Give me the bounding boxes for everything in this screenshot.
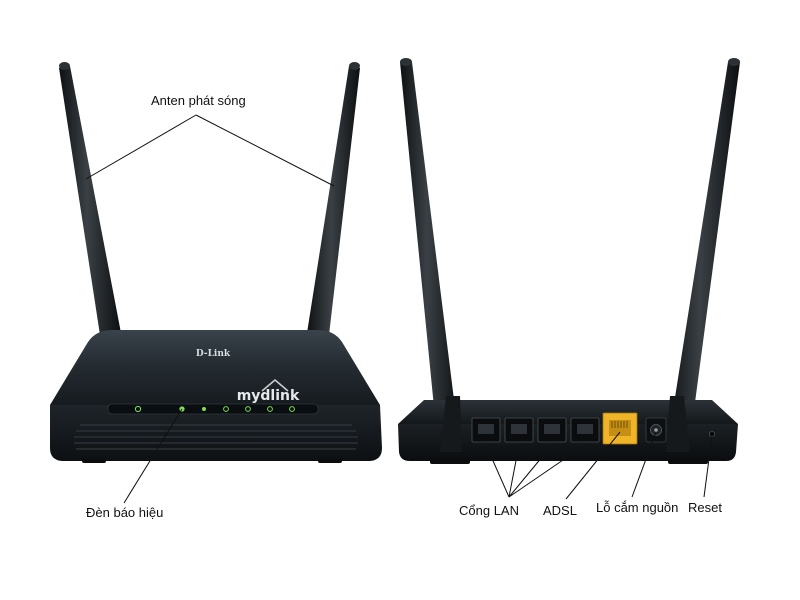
router-front-view: D-Link mydlink: [50, 62, 382, 463]
front-left-antenna: [59, 62, 121, 335]
lan-ports-label: Cổng LAN: [459, 503, 519, 518]
leader-lines: [85, 114, 713, 504]
adsl-port: [602, 412, 638, 445]
front-vent-grille: [74, 424, 358, 450]
router-back-view: [398, 58, 740, 464]
back-right-antenna: [667, 58, 740, 448]
reset-leader: [703, 435, 713, 498]
power-led-icon: [134, 405, 142, 413]
reset-hole: [709, 430, 716, 437]
lan1-led-icon: [245, 406, 251, 412]
lan2-led-icon: [267, 406, 273, 412]
internet-led-icon: [223, 406, 229, 412]
power-leader: [631, 431, 657, 498]
adsl-leader: [565, 431, 621, 500]
antenna-leader-left: [85, 114, 197, 180]
led-strip: [107, 403, 319, 415]
antenna-leader-right: [195, 114, 335, 187]
reset-label: Reset: [688, 500, 722, 515]
adsl-port-label: ADSL: [543, 503, 577, 518]
front-body-top: [50, 330, 380, 405]
front-brand-logo: D-Link: [196, 349, 231, 359]
power-jack-label: Lỗ cắm nguồn: [596, 500, 679, 515]
lan3-led-icon: [289, 406, 295, 412]
antenna-label: Anten phát sóng: [151, 93, 246, 108]
svg-text:mydlink: mydlink: [237, 388, 300, 404]
back-left-antenna: [400, 58, 460, 448]
lan-leader-1: [485, 444, 510, 498]
lan-leader-2: [508, 444, 520, 498]
front-right-antenna: [307, 62, 360, 335]
front-body-face: [50, 405, 382, 461]
led-indicator-label: Đèn báo hiệu: [86, 505, 164, 520]
mydlink-logo-icon: mydlink: [237, 378, 300, 404]
lan-leader-3: [508, 444, 553, 498]
wlan-led-icon: [202, 407, 206, 411]
led-leader: [123, 408, 183, 504]
lan-leader-4: [508, 444, 586, 498]
power-jack: [645, 417, 667, 443]
